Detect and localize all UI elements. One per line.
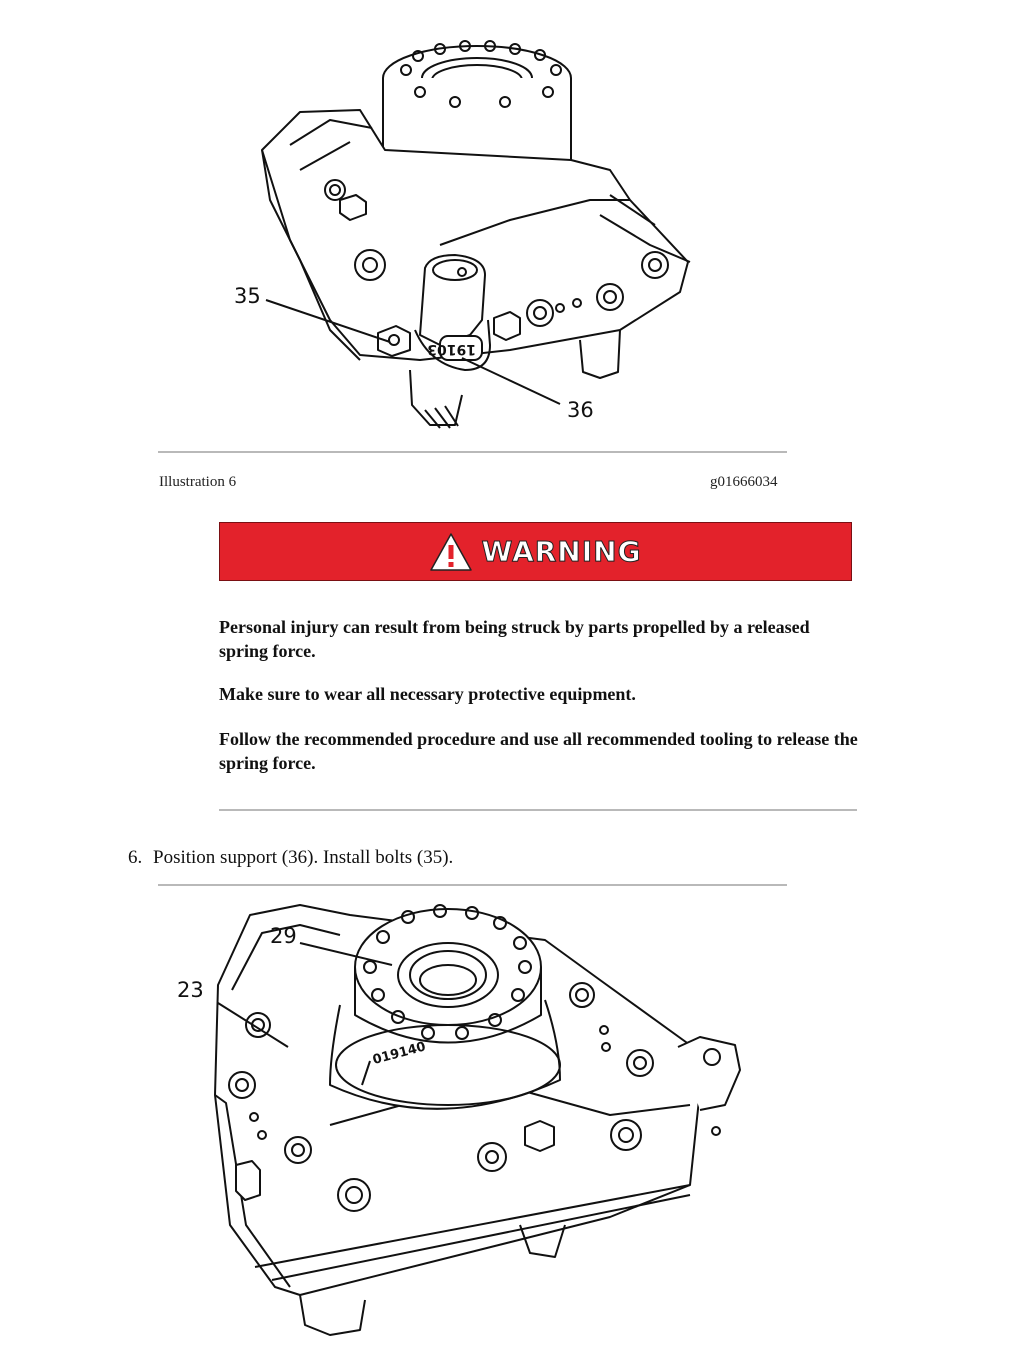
step-6: 6. Position support (36). Install bolts … (128, 847, 453, 869)
step-number: 6. (128, 847, 143, 868)
carrier-assembly-drawing-2: 019140 (214, 904, 741, 1336)
step-text: Position support (36). Install bolts (35… (153, 847, 454, 868)
carrier-assembly-drawing-1: 19103 (261, 40, 691, 429)
part-stamp-1: 19103 (427, 341, 476, 357)
warning-paragraph-1: Personal injury can result from being st… (219, 617, 810, 661)
caption-top-rule (158, 451, 787, 453)
illustration-caption: Illustration 6 (159, 474, 237, 490)
callout-35: 35 (234, 284, 261, 308)
warning-triangle-icon (430, 532, 473, 571)
warning-paragraph-3: Follow the recommended procedure and use… (219, 729, 858, 773)
callout-36: 36 (567, 398, 594, 422)
warning-banner: WARNING (219, 522, 852, 581)
callout-23: 23 (177, 978, 204, 1002)
callout-29: 29 (270, 924, 297, 948)
warning-paragraph-2: Make sure to wear all necessary protecti… (219, 684, 636, 704)
figure-2-top-rule (158, 884, 787, 886)
warning-bottom-rule (219, 809, 857, 811)
warning-title: WARNING (481, 535, 642, 569)
illustration-id: g01666034 (710, 474, 778, 490)
